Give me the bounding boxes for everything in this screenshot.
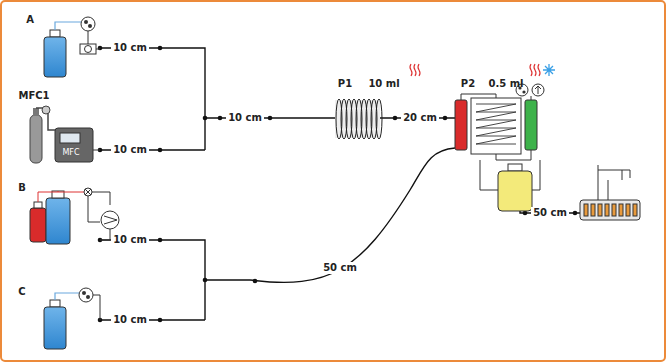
- sample-vial: [619, 204, 623, 216]
- tube-length: 10 cm: [226, 112, 264, 124]
- chip-reactor-p2: [455, 84, 544, 211]
- gas-cylinder-mfc: [30, 106, 100, 163]
- sample-vial: [612, 204, 616, 216]
- sample-vial: [584, 204, 588, 216]
- device-name: MFC1: [16, 90, 51, 102]
- tube-length: 10 cm: [111, 234, 149, 246]
- stream-letter: A: [24, 14, 36, 26]
- reactor-name: P2: [459, 78, 477, 90]
- tube-length: 10 cm: [111, 42, 149, 54]
- sample-vial: [591, 204, 595, 216]
- tube-length: 10 cm: [111, 144, 149, 156]
- reactor-volume: 10 ml: [366, 78, 401, 90]
- reagent-bottle-b: [30, 188, 119, 244]
- sample-vial: [633, 204, 637, 216]
- stream-letter: B: [16, 182, 28, 194]
- stream-letter: C: [16, 286, 27, 298]
- sample-vial: [598, 204, 602, 216]
- tube-length: 50 cm: [321, 262, 359, 274]
- tube-length: 50 cm: [531, 207, 569, 219]
- coil-reactor-p1: [335, 99, 382, 139]
- tube-length: 20 cm: [401, 112, 439, 124]
- reagent-bottle-a: [44, 17, 100, 77]
- coil-winding: [376, 99, 382, 139]
- reagent-bottle-c: [44, 288, 100, 349]
- autosampler: [580, 165, 640, 220]
- sample-vial: [605, 204, 609, 216]
- sample-vial: [626, 204, 630, 216]
- reactor-name: P1: [336, 78, 354, 90]
- reactor-volume: 0.5 ml: [486, 78, 525, 90]
- device-tag: MFC: [62, 148, 79, 157]
- tube-length: 10 cm: [111, 314, 149, 326]
